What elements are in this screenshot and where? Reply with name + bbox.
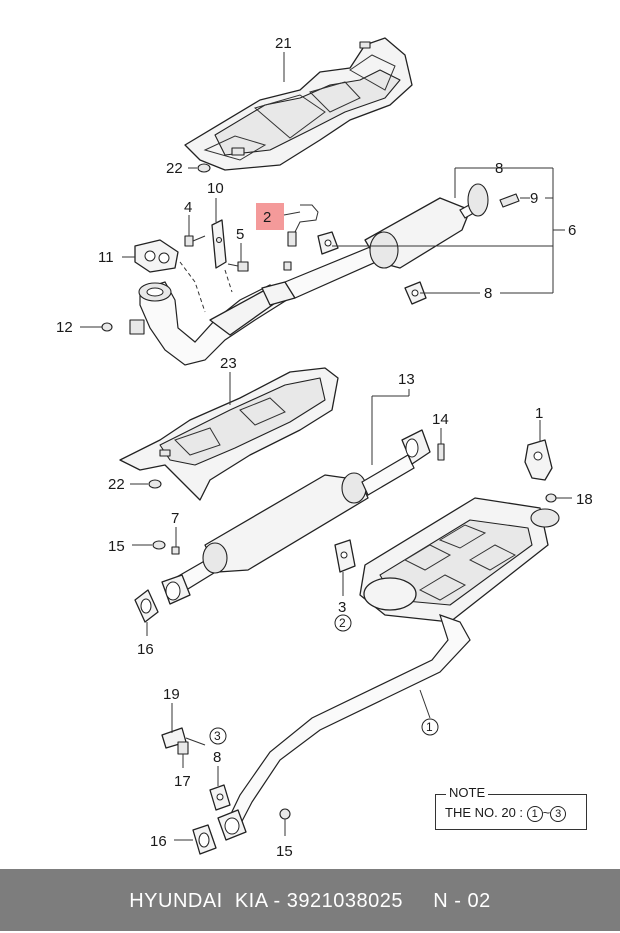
bracket-10 bbox=[211, 219, 227, 269]
gasket-11 bbox=[134, 239, 179, 273]
label-12: 12 bbox=[56, 319, 73, 336]
bracket-19 bbox=[161, 727, 206, 755]
label-10: 10 bbox=[207, 180, 224, 197]
footer-separator: - bbox=[267, 890, 287, 912]
circled-3-text: 3 bbox=[214, 729, 221, 743]
circled-1-text: 1 bbox=[426, 720, 433, 734]
label-8-bottom: 8 bbox=[213, 749, 221, 766]
note-prefix: THE NO. 20 : bbox=[445, 805, 527, 820]
heat-shield-upper bbox=[184, 37, 413, 171]
label-7: 7 bbox=[171, 510, 179, 527]
label-13: 13 bbox=[398, 371, 415, 388]
circled-1-rear bbox=[421, 718, 439, 736]
note-range-to: 3 bbox=[550, 805, 567, 822]
label-5: 5 bbox=[236, 226, 244, 243]
front-pipe-assembly bbox=[129, 281, 296, 366]
nut-22-top bbox=[197, 163, 211, 173]
label-15-bottom: 15 bbox=[276, 843, 293, 860]
footer-page: N - 02 bbox=[433, 890, 491, 912]
label-8-mid: 8 bbox=[484, 285, 492, 302]
label-4: 4 bbox=[184, 199, 192, 216]
oxygen-sensor-2 bbox=[283, 204, 319, 271]
nut-18 bbox=[545, 493, 557, 503]
label-6: 6 bbox=[568, 222, 576, 239]
label-19: 19 bbox=[163, 686, 180, 703]
note-range-sep: ~ bbox=[542, 805, 551, 820]
label-16-middle: 16 bbox=[137, 641, 154, 658]
label-22-bottom: 22 bbox=[108, 476, 125, 493]
label-9: 9 bbox=[530, 190, 538, 207]
nut-12 bbox=[101, 322, 113, 332]
nut-22-bottom bbox=[148, 479, 162, 489]
label-22-top: 22 bbox=[166, 160, 183, 177]
circled-3-marker bbox=[209, 727, 227, 745]
footer-text: HYUNDAI KIA - 3921038025 N - 02 bbox=[0, 869, 620, 931]
gasket-16-middle bbox=[134, 589, 159, 623]
part-7 bbox=[171, 546, 180, 555]
label-17: 17 bbox=[174, 773, 191, 790]
heat-shield-lower bbox=[119, 367, 339, 501]
note-range-from: 1 bbox=[526, 805, 543, 822]
circled-2-marker bbox=[334, 614, 352, 632]
hanger-8-bottom bbox=[209, 784, 231, 811]
label-23: 23 bbox=[220, 355, 237, 372]
label-1: 1 bbox=[535, 405, 543, 422]
label-14: 14 bbox=[432, 411, 449, 428]
footer-brand: HYUNDAI KIA bbox=[129, 890, 268, 912]
hanger-1 bbox=[524, 439, 553, 481]
center-pipe-13 bbox=[161, 429, 431, 605]
note-box: NOTE THE NO. 20 : 1~3 bbox=[435, 785, 587, 830]
label-11: 11 bbox=[98, 249, 114, 266]
label-2: 2 bbox=[263, 209, 271, 226]
highlight-part-2 bbox=[256, 203, 284, 230]
bolt-4 bbox=[184, 235, 206, 247]
hanger-8-upper bbox=[317, 231, 427, 305]
bolt-14 bbox=[437, 443, 445, 461]
label-8-top: 8 bbox=[495, 160, 503, 177]
center-muffler-assembly bbox=[284, 183, 489, 299]
label-15-top: 15 bbox=[108, 538, 125, 555]
nut-15-bottom bbox=[279, 808, 291, 820]
circled-2-text: 2 bbox=[339, 616, 346, 630]
note-title: NOTE bbox=[446, 785, 489, 800]
hanger-3 bbox=[334, 539, 356, 573]
exhaust-system-diagram: 21 22 10 4 5 11 12 bbox=[56, 35, 593, 860]
label-3: 3 bbox=[338, 599, 346, 616]
bolt-5 bbox=[227, 261, 249, 272]
label-16-bottom: 16 bbox=[150, 833, 167, 850]
nut-15-top bbox=[152, 540, 166, 550]
footer-bar: HYUNDAI KIA - 3921038025 N - 02 bbox=[0, 869, 620, 931]
label-18: 18 bbox=[576, 491, 593, 508]
label-21: 21 bbox=[275, 35, 292, 52]
footer-part-number: 3921038025 bbox=[286, 890, 403, 912]
bolt-9 bbox=[499, 193, 520, 208]
rear-muffler-1 bbox=[217, 497, 560, 841]
gasket-16-bottom bbox=[192, 824, 217, 855]
note-text: THE NO. 20 : 1~3 bbox=[445, 805, 567, 822]
